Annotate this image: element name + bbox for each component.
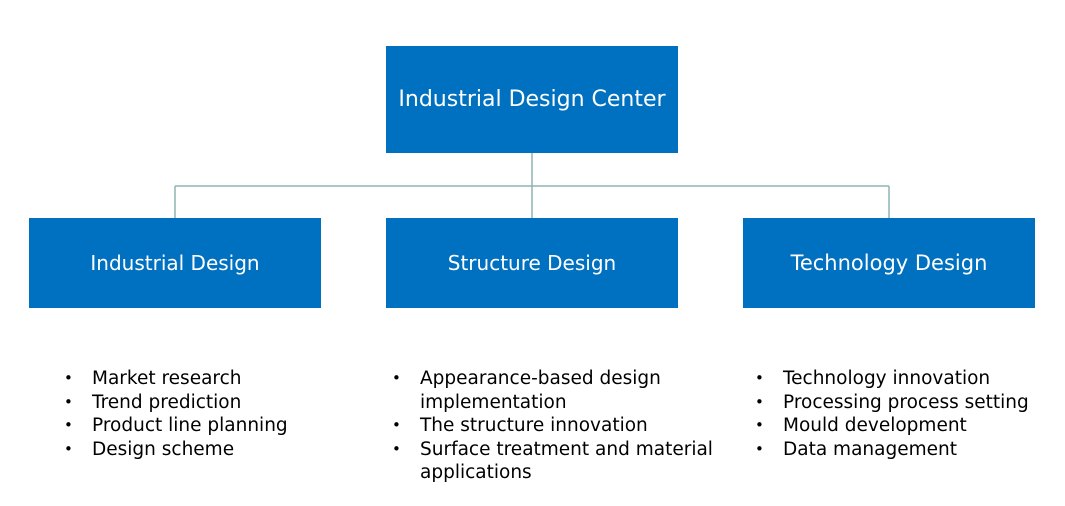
list-item: Design scheme [64,438,344,462]
list-item: Product line planning [64,414,344,438]
node-label-structure-design: Structure Design [447,251,617,275]
list-item: Mould development [755,414,1055,438]
list-item: Technology innovation [755,367,1055,391]
node-label-industrial-design: Industrial Design [90,251,260,275]
bullet-list-structure-design: Appearance-based design implementation T… [392,367,722,485]
list-item: Data management [755,438,1055,462]
root-node-industrial-design-center: Industrial Design Center [386,46,678,153]
bullet-list-technology-design: Technology innovation Processing process… [755,367,1055,461]
list-item: Surface treatment and material applicati… [392,438,722,485]
node-industrial-design: Industrial Design [29,218,321,308]
list-item: Market research [64,367,344,391]
list-item: Appearance-based design implementation [392,367,722,414]
list-item: Trend prediction [64,391,344,415]
list-item: Processing process setting [755,391,1055,415]
root-node-label: Industrial Design Center [398,87,666,112]
node-structure-design: Structure Design [386,218,678,308]
list-item: The structure innovation [392,414,722,438]
node-label-technology-design: Technology Design [790,251,988,275]
node-technology-design: Technology Design [743,218,1035,308]
bullet-list-industrial-design: Market research Trend prediction Product… [64,367,344,461]
